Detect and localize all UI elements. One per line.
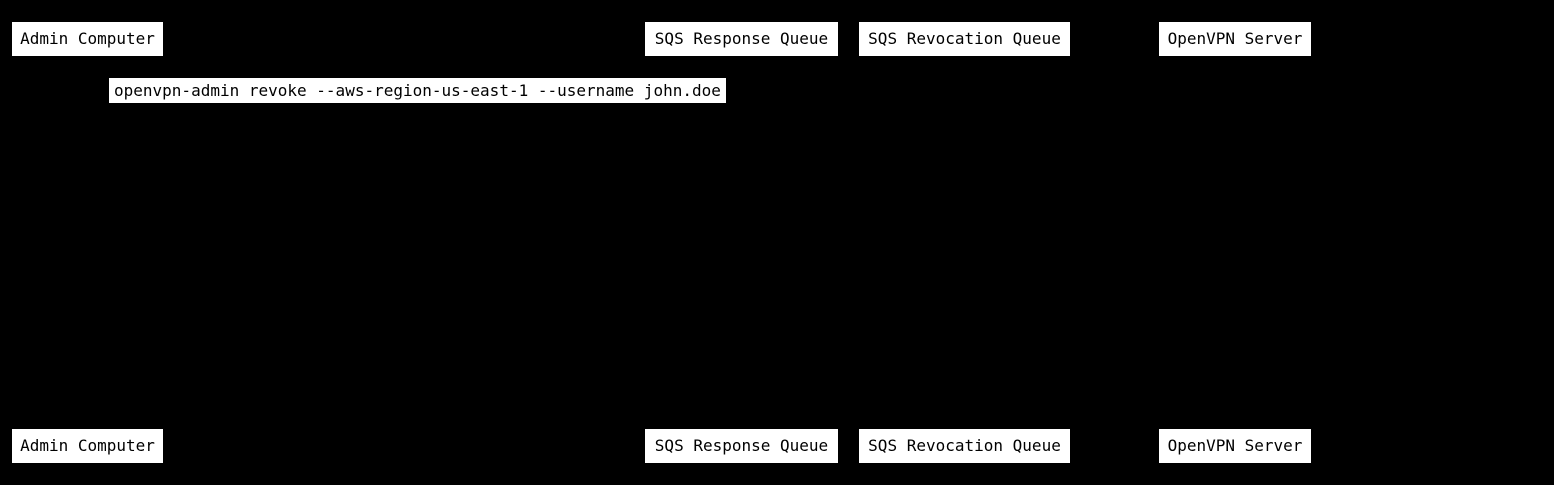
participant-admin-computer-bottom: Admin Computer xyxy=(12,429,163,463)
lifeline-sqs-response-queue xyxy=(741,56,742,429)
participant-sqs-response-queue-top: SQS Response Queue xyxy=(645,22,838,56)
lifeline-admin-computer xyxy=(87,56,88,429)
participant-sqs-revocation-queue-bottom: SQS Revocation Queue xyxy=(859,429,1070,463)
lifeline-openvpn-server xyxy=(1235,56,1236,429)
participant-sqs-response-queue-bottom: SQS Response Queue xyxy=(645,429,838,463)
lifeline-sqs-revocation-queue xyxy=(964,56,965,429)
participant-sqs-revocation-queue-top: SQS Revocation Queue xyxy=(859,22,1070,56)
participant-admin-computer-top: Admin Computer xyxy=(12,22,163,56)
message-revoke-command: openvpn-admin revoke --aws-region-us-eas… xyxy=(109,78,726,103)
participant-openvpn-server-top: OpenVPN Server xyxy=(1159,22,1311,56)
participant-openvpn-server-bottom: OpenVPN Server xyxy=(1159,429,1311,463)
